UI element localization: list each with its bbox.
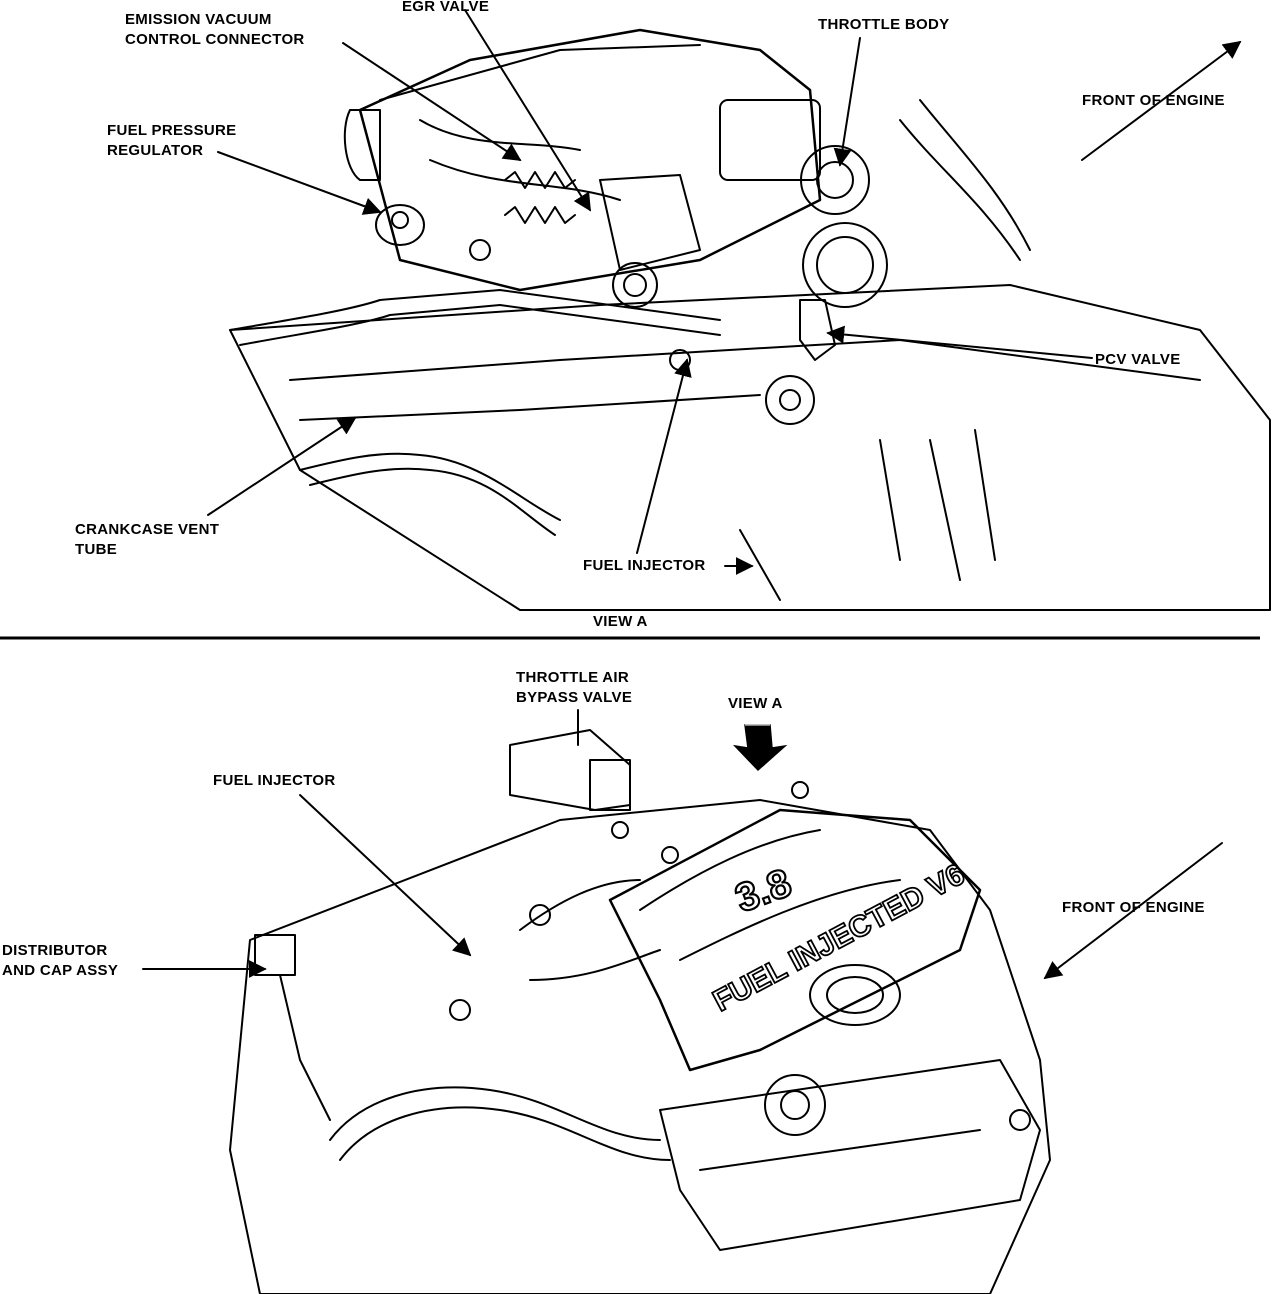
- displacement-marking: 3.8: [730, 861, 797, 921]
- label-fuel-pressure-2: REGULATOR: [107, 142, 204, 159]
- label-distributor-1: DISTRIBUTOR: [2, 942, 108, 959]
- view-a-direction-arrow: [732, 724, 788, 772]
- leader-fuel-injector-lower: [299, 794, 472, 957]
- label-view-a-marker: VIEW A: [728, 695, 783, 712]
- leader-emission-vacuum: [342, 42, 522, 161]
- label-fuel-injector-lower: FUEL INJECTOR: [213, 772, 336, 789]
- leader-fuel-injector-top: [636, 358, 692, 554]
- view-a-leaders: [207, 9, 1242, 575]
- leader-pcv-valve: [826, 325, 1093, 359]
- label-emission-vacuum-2: CONTROL CONNECTOR: [125, 31, 305, 48]
- label-egr-valve: EGR VALVE: [402, 0, 490, 15]
- engine-markings: 3.8 FUEL INJECTED V6: [707, 857, 971, 1019]
- label-front-of-engine-bottom: FRONT OF ENGINE: [1062, 899, 1205, 916]
- label-fuel-injector-top: FUEL INJECTOR: [583, 557, 706, 574]
- label-front-of-engine-top: FRONT OF ENGINE: [1082, 92, 1225, 109]
- label-distributor-2: AND CAP ASSY: [2, 962, 119, 979]
- view-a-engine-drawing: [229, 28, 1271, 611]
- label-throttle-air-1: THROTTLE AIR: [516, 669, 630, 686]
- leader-throttle-body: [833, 37, 861, 167]
- lower-leaders: [142, 709, 1223, 980]
- label-throttle-air-2: BYPASS VALVE: [516, 689, 633, 706]
- leader-fuel-pressure-regulator: [217, 151, 382, 215]
- label-fuel-pressure-1: FUEL PRESSURE: [107, 122, 237, 139]
- caption-view-a: VIEW A: [593, 613, 648, 630]
- leader-crankcase-vent: [207, 417, 357, 516]
- label-crankcase-vent-2: TUBE: [75, 541, 118, 558]
- label-pcv-valve: PCV VALVE: [1095, 351, 1181, 368]
- label-throttle-body: THROTTLE BODY: [818, 16, 950, 33]
- front-of-engine-arrow-bottom: [1043, 842, 1223, 980]
- leader-egr-valve: [464, 9, 591, 212]
- front-of-engine-arrow-top: [1081, 40, 1242, 161]
- label-crankcase-vent-1: CRANKCASE VENT: [75, 521, 220, 538]
- lower-engine-drawing: [229, 729, 1051, 1294]
- label-emission-vacuum-1: EMISSION VACUUM: [125, 11, 272, 28]
